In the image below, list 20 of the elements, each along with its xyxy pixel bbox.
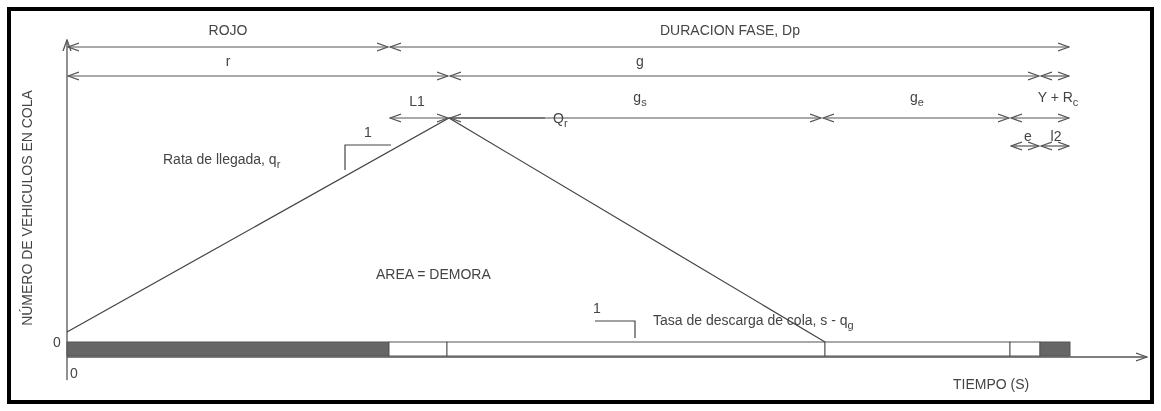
dimension-label: l2 [1050,128,1062,144]
dimension-label: ROJO [208,22,248,38]
tick-label: 0 [53,334,61,350]
dimension-label: g$_{s}$ [633,89,647,110]
dimension-label: r [225,53,231,69]
area-label: AREA = DEMORA [376,266,491,282]
dimension-label: L1 [409,93,425,109]
dimension-label: g$_{e}$ [910,89,924,110]
dimension-label: e [1024,128,1032,144]
slope-label: Tasa de descarga de cola, s - q$_{g}$ [653,312,854,333]
slope-label: 1 [593,300,601,316]
axis-title: TIEMPO (S) [953,376,1030,392]
variable-label: Q$_{r}$ [553,110,568,131]
axis-title: NÚMERO DE VEHICULOS EN COLA [19,90,35,326]
slope-label: 1 [364,124,372,140]
dimension-label: g [636,53,644,69]
dimension-label: Y + R$_{c}$ [1037,89,1079,110]
tick-label: 0 [70,365,78,381]
dimension-label: DURACION FASE, Dp [660,22,800,38]
slope-label: Rata de llegada, q$_{r}$ [163,151,281,172]
